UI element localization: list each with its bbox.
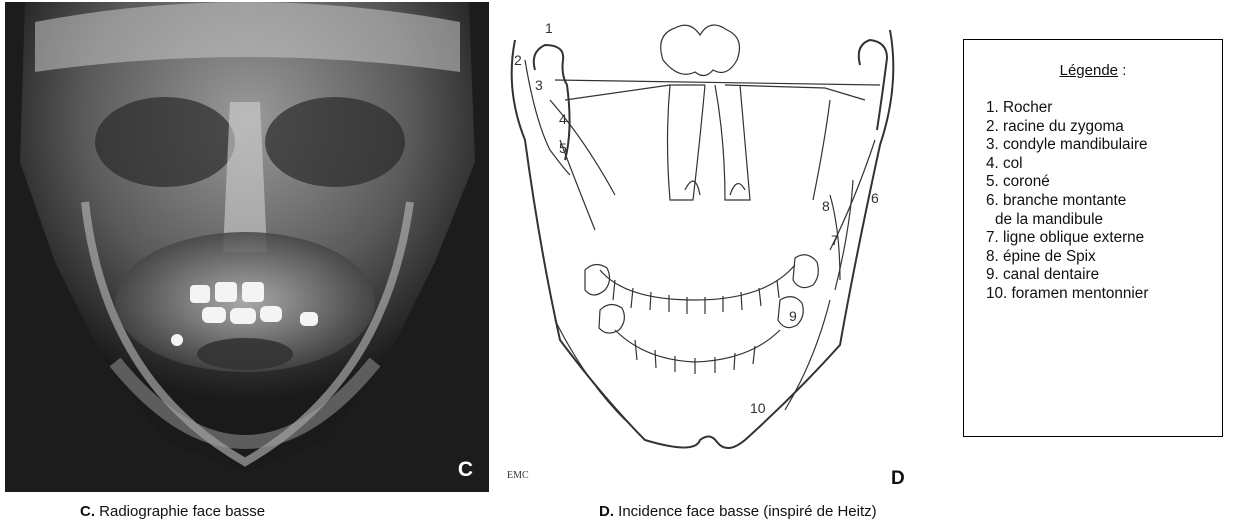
legend-item: 5. coroné [986, 173, 1222, 192]
marker-7: 7 [831, 232, 839, 248]
radiograph-illustration [5, 2, 489, 492]
marker-1: 1 [545, 20, 553, 36]
emc-watermark: EMC [507, 470, 529, 481]
legend-item: 3. condyle mandibulaire [986, 136, 1222, 155]
legend-item: 1. Rocher [986, 99, 1222, 118]
legend-item: 6. branche montante [986, 192, 1222, 211]
legend-item: 8. épine de Spix [986, 248, 1222, 267]
marker-9: 9 [789, 308, 797, 324]
legend-item: 9. canal dentaire [986, 266, 1222, 285]
legend-item: 7. ligne oblique externe [986, 229, 1222, 248]
legend-item: 2. racine du zygoma [986, 118, 1222, 137]
marker-10: 10 [750, 400, 766, 416]
panel-c-letter: C [458, 458, 473, 482]
radiograph-image: C [5, 2, 489, 492]
legend-item: 10. foramen mentonnier [986, 285, 1222, 304]
legend-item: 4. col [986, 155, 1222, 174]
caption-d: D. Incidence face basse (inspiré de Heit… [599, 503, 877, 520]
marker-6: 6 [871, 190, 879, 206]
legend-box: Légende : 1. Rocher 2. racine du zygoma … [963, 39, 1223, 437]
caption-c-text: Radiographie face basse [95, 503, 265, 520]
caption-d-prefix: D. [599, 503, 614, 520]
caption-d-text: Incidence face basse (inspiré de Heitz) [614, 503, 877, 520]
marker-3: 3 [535, 77, 543, 93]
marker-5: 5 [559, 140, 567, 156]
legend-title-suffix: : [1118, 62, 1126, 79]
marker-8: 8 [822, 198, 830, 214]
mandible-line-drawing [495, 0, 950, 495]
caption-c: C. Radiographie face basse [80, 503, 265, 520]
marker-4: 4 [559, 111, 567, 127]
anatomy-diagram: 1 2 3 4 5 6 7 8 9 10 EMC D [495, 0, 950, 495]
legend-item-continuation: de la mandibule [986, 211, 1222, 230]
legend-title-word: Légende [1060, 62, 1118, 79]
marker-2: 2 [514, 52, 522, 68]
panel-d-letter: D [891, 468, 905, 490]
caption-c-prefix: C. [80, 503, 95, 520]
legend-title: Légende : [986, 62, 1222, 79]
